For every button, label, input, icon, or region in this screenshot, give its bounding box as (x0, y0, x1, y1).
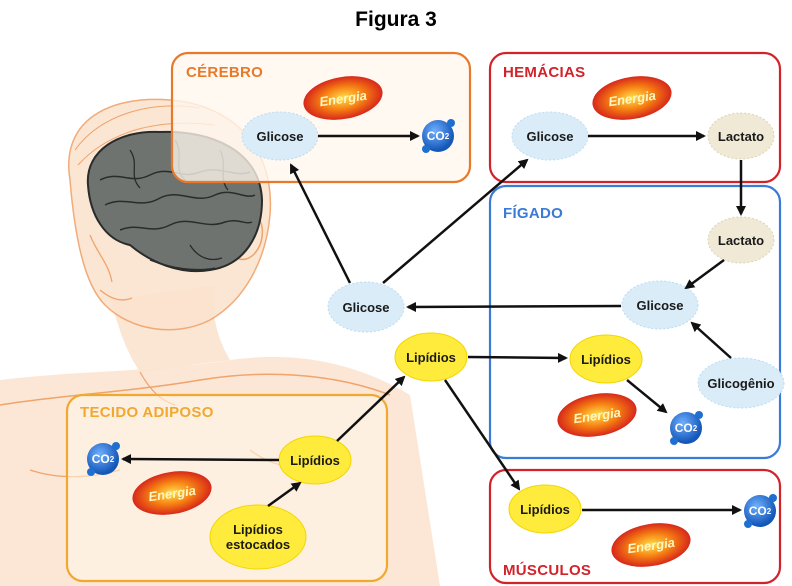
node-glicose-cerebro: Glicose (242, 127, 318, 145)
figure-title: Figura 3 (0, 8, 792, 32)
node-glicose-figado: Glicose (622, 296, 698, 314)
node-lipidios-figado: Lipídios (570, 350, 642, 368)
node-lipidios-tecido: Lipídios (279, 451, 351, 469)
region-label-tecido: TECIDO ADIPOSO (80, 404, 214, 421)
arrow-lipidios-tecido-to-co2 (123, 459, 279, 460)
region-label-musculos: MÚSCULOS (503, 562, 591, 579)
node-lipidios-musculos: Lipídios (509, 500, 581, 518)
node-glicose-hemacias: Glicose (512, 127, 588, 145)
node-lipidios-estocados: Lipídios estocados (222, 520, 294, 554)
node-lactato-figado: Lactato (708, 231, 774, 249)
region-label-figado: FÍGADO (503, 205, 563, 222)
node-glicogenio: Glicogênio (698, 374, 784, 392)
arrow-lipidios-central-to-figado (468, 357, 566, 358)
node-lipidios-central: Lipídios (395, 348, 467, 366)
region-label-hemacias: HEMÁCIAS (503, 64, 585, 81)
region-label-cerebro: CÉREBRO (186, 64, 263, 81)
arrow-glicose-figado-to-central (408, 306, 621, 307)
node-glicose-central: Glicose (328, 298, 404, 316)
node-lactato-hemacias: Lactato (708, 127, 774, 145)
